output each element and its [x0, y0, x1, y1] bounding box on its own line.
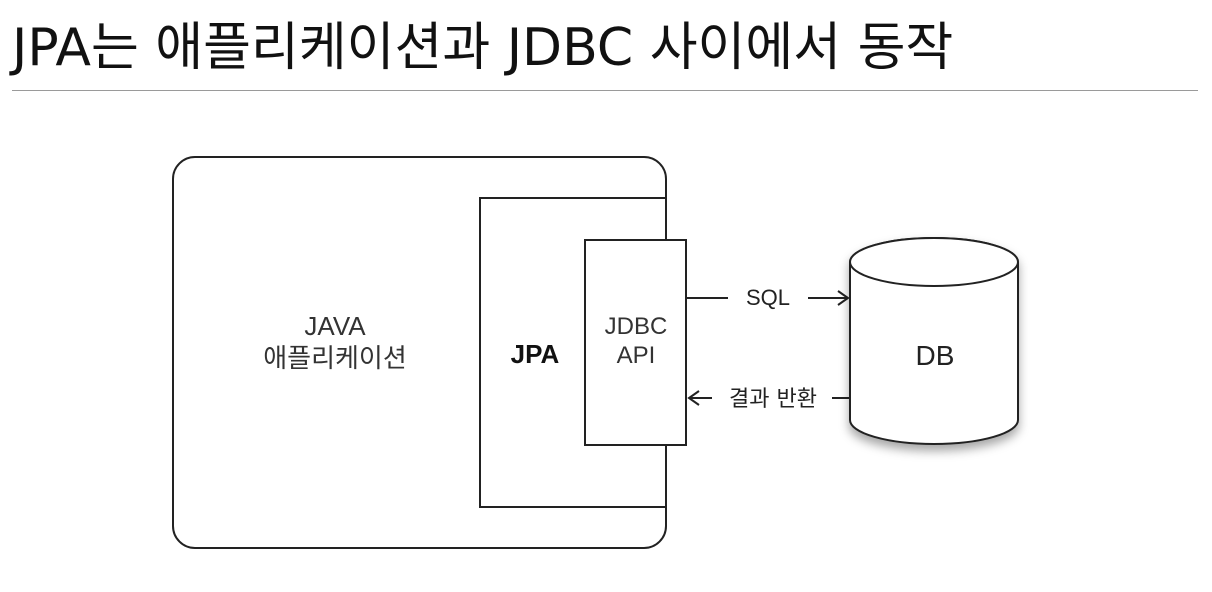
jdbc-api-line2: API — [616, 342, 656, 369]
jdbc-api-box — [584, 239, 687, 446]
arrowhead-right-icon — [837, 290, 850, 306]
title-divider — [12, 90, 1198, 91]
arrowhead-left-icon — [687, 390, 700, 406]
jpa-label: JPA — [510, 339, 560, 369]
result-arrow — [687, 390, 850, 406]
sql-arrow — [686, 290, 850, 306]
java-application-line2: 애플리케이션 — [263, 343, 407, 373]
java-application-line1: JAVA — [304, 311, 366, 341]
jdbc-api-label: JDBC API — [586, 312, 686, 370]
sql-arrow-label: SQL — [745, 285, 791, 310]
database-cylinder-icon — [849, 237, 1019, 445]
jdbc-api-line1: JDBC — [604, 313, 668, 340]
page-title: JPA는 애플리케이션과 JDBC 사이에서 동작 — [12, 18, 954, 78]
java-application-label: JAVA 애플리케이션 — [240, 310, 430, 374]
db-label: DB — [915, 340, 955, 371]
result-arrow-label: 결과 반환 — [729, 387, 817, 412]
